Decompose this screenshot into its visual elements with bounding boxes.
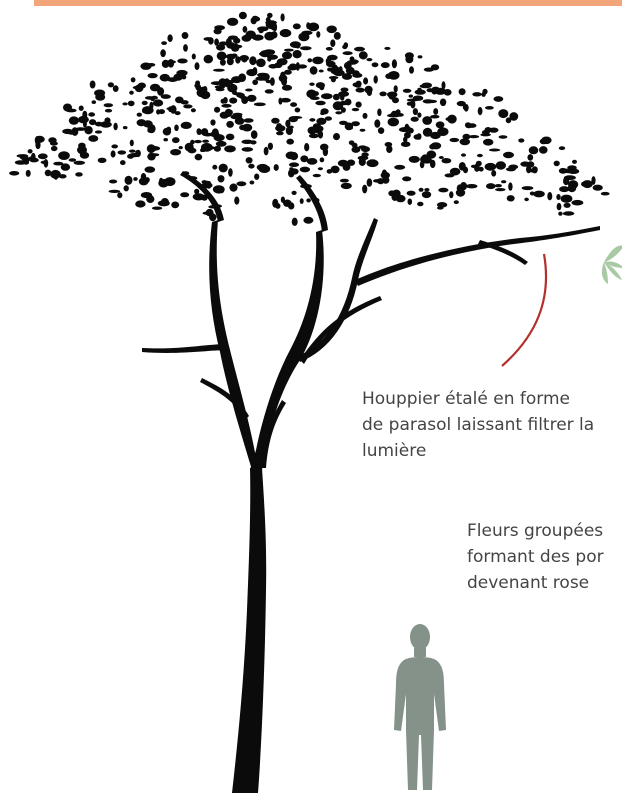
label-flowers-line-2: formant des por (467, 544, 604, 570)
leaf-icon (602, 246, 622, 284)
annotation-line (502, 254, 546, 366)
label-crown-line-1: Houppier étalé en forme (362, 386, 594, 412)
label-crown-line-2: de parasol laissant filtrer la (362, 412, 594, 438)
label-flowers: Fleurs groupées formant des por devenant… (467, 518, 604, 596)
label-flowers-line-3: devenant rose (467, 570, 604, 596)
label-crown-line-3: lumière (362, 438, 594, 464)
label-flowers-line-1: Fleurs groupées (467, 518, 604, 544)
label-crown: Houppier étalé en forme de parasol laiss… (362, 386, 594, 464)
human-silhouette-icon (394, 624, 446, 790)
